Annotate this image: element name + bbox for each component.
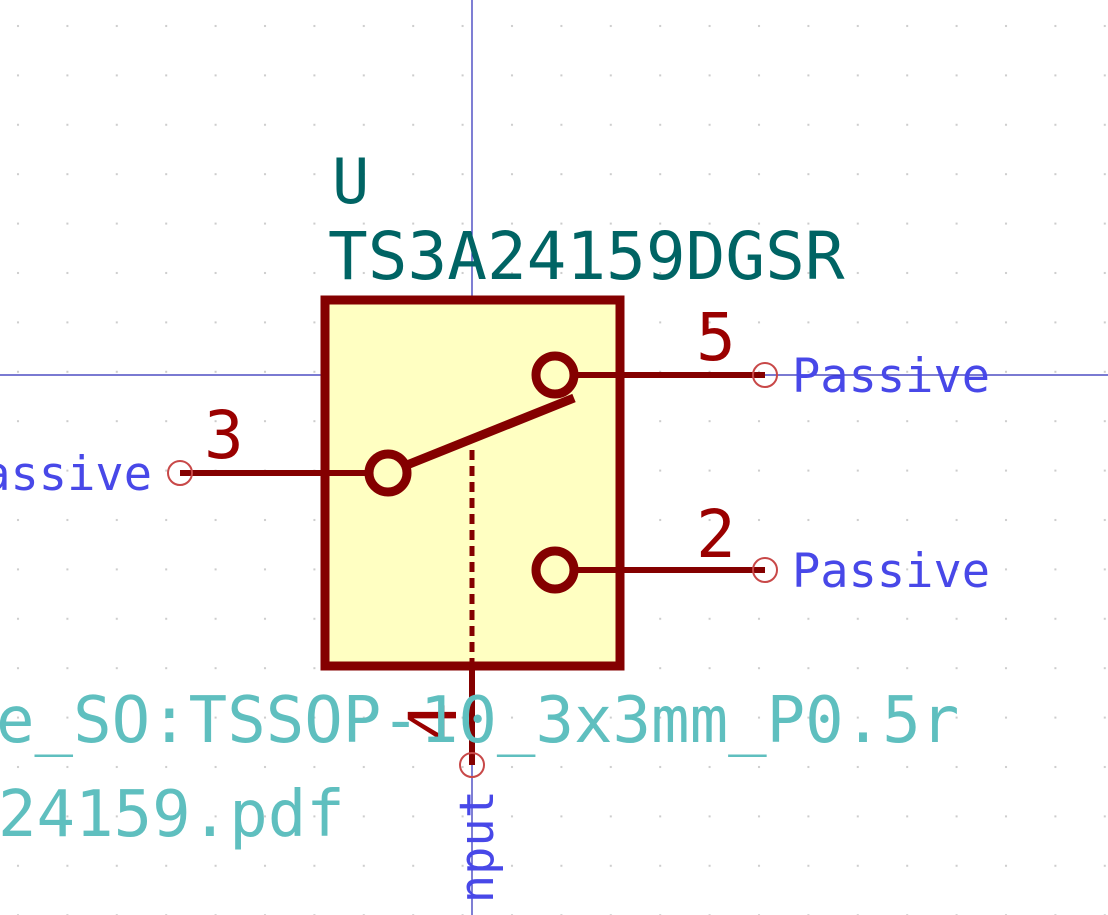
reference-designator[interactable]: U — [332, 145, 369, 218]
pin-5-number: 5 — [696, 299, 736, 376]
pin-5-type: Passive — [792, 349, 990, 404]
pin-5-end-marker[interactable] — [752, 362, 778, 388]
switch-common-contact — [364, 449, 412, 497]
pin-3-end-marker[interactable] — [167, 460, 193, 486]
footprint-field[interactable]: e_SO:TSSOP-10_3x3mm_P0.5r — [0, 684, 959, 758]
pin-2-type: Passive — [792, 544, 990, 599]
switch-lever — [405, 393, 576, 470]
switch-contact-2 — [531, 546, 579, 594]
pin-3-number: 3 — [204, 397, 244, 474]
component-value[interactable]: TS3A24159DGSR — [328, 218, 845, 295]
datasheet-field[interactable]: 24159.pdf — [0, 778, 345, 852]
pin-4-end-marker[interactable] — [459, 752, 485, 778]
pin-2-end-marker[interactable] — [752, 557, 778, 583]
pin-2-number: 2 — [696, 496, 736, 573]
pin-3-type: assive — [0, 447, 152, 502]
switch-contact-5 — [531, 351, 579, 399]
pin-4-type: nput — [450, 790, 505, 903]
pin-4-number: 4 — [395, 702, 472, 742]
